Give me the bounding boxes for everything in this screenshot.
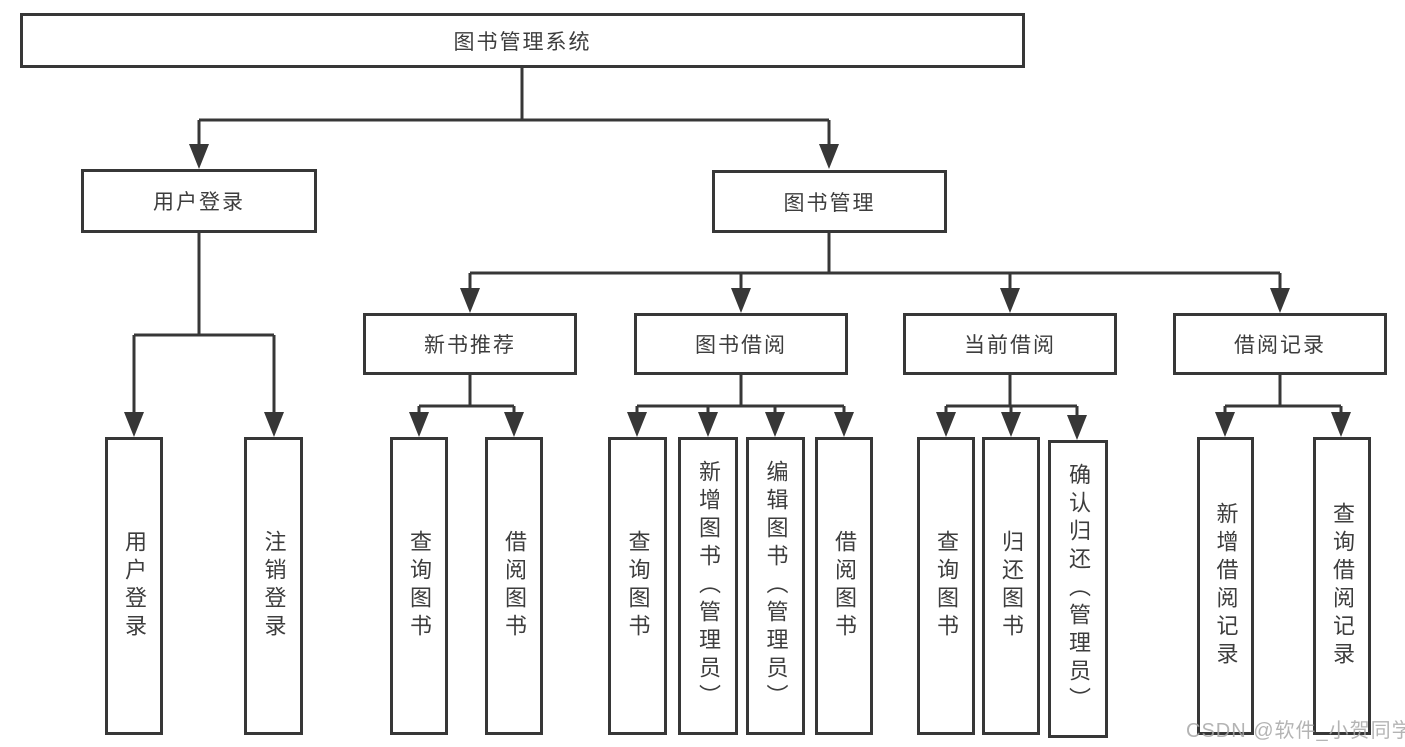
leaf-edit-books-admin-label: 编辑图书（管理员）	[763, 460, 789, 712]
node-book-management-label: 图书管理	[783, 191, 876, 215]
arrowhead-icon	[627, 412, 647, 437]
arrowhead-icon	[936, 412, 956, 437]
arrowhead-icon	[698, 412, 718, 437]
connector-new-book-recommend-to-leaves	[409, 375, 524, 437]
node-borrow-records: 借阅记录	[1173, 313, 1387, 375]
arrowhead-icon	[124, 412, 144, 437]
arrowhead-icon	[264, 412, 284, 437]
leaf-user-login: 用户登录	[105, 437, 163, 735]
arrowhead-icon	[1067, 415, 1087, 440]
leaf-borrow-books-recommend-label: 借阅图书	[502, 530, 527, 642]
leaf-return-books-label: 归还图书	[999, 530, 1024, 642]
leaf-add-borrow-record: 新增借阅记录	[1197, 437, 1254, 735]
leaf-borrow-books: 借阅图书	[815, 437, 873, 735]
leaf-logout-label: 注销登录	[261, 530, 287, 642]
leaf-query-books-recommend-label: 查询图书	[407, 530, 432, 642]
node-current-borrow: 当前借阅	[903, 313, 1117, 375]
leaf-query-books-recommend: 查询图书	[390, 437, 448, 735]
leaf-confirm-return-admin: 确认归还（管理员）	[1048, 440, 1108, 738]
leaf-query-books-current-label: 查询图书	[934, 530, 959, 642]
csdn-watermark: CSDN @软件_小贺同学	[1186, 720, 1405, 742]
leaf-query-books-current: 查询图书	[917, 437, 975, 735]
leaf-return-books: 归还图书	[982, 437, 1040, 735]
leaf-add-borrow-record-label: 新增借阅记录	[1213, 502, 1239, 670]
node-user-login-label: 用户登录	[153, 191, 245, 214]
arrowhead-icon	[765, 412, 785, 437]
root-node-label: 图书管理系统	[453, 30, 592, 54]
node-new-book-recommend-label: 新书推荐	[424, 334, 516, 357]
arrowhead-icon	[731, 288, 751, 313]
connector-current-borrow-to-leaves	[936, 375, 1087, 440]
arrowhead-icon	[409, 412, 429, 437]
connector-book-management-to-level3	[460, 233, 1290, 313]
node-current-borrow-label: 当前借阅	[964, 334, 1056, 357]
connector-root-to-level2	[189, 68, 839, 169]
arrowhead-icon	[1001, 412, 1021, 437]
connector-borrow-records-to-leaves	[1215, 375, 1351, 437]
node-book-borrow: 图书借阅	[634, 313, 848, 375]
node-book-borrow-label: 图书借阅	[695, 334, 787, 357]
arrowhead-icon	[460, 288, 480, 313]
leaf-query-books-borrow: 查询图书	[608, 437, 667, 735]
leaf-add-books-admin-label: 新增图书（管理员）	[696, 460, 721, 712]
root-node: 图书管理系统	[20, 13, 1025, 68]
arrowhead-icon	[819, 144, 839, 169]
connector-book-borrow-to-leaves	[627, 375, 854, 437]
leaf-borrow-books-recommend: 借阅图书	[485, 437, 543, 735]
node-user-login: 用户登录	[81, 169, 317, 233]
leaf-query-borrow-record-label: 查询借阅记录	[1330, 502, 1355, 670]
leaf-logout: 注销登录	[244, 437, 303, 735]
leaf-borrow-books-label: 借阅图书	[832, 530, 857, 642]
connector-user-login-to-leaves	[124, 233, 284, 437]
leaf-add-books-admin: 新增图书（管理员）	[678, 437, 738, 735]
leaf-query-borrow-record: 查询借阅记录	[1313, 437, 1371, 735]
node-borrow-records-label: 借阅记录	[1234, 334, 1326, 357]
arrowhead-icon	[1215, 412, 1235, 437]
node-new-book-recommend: 新书推荐	[363, 313, 577, 375]
leaf-query-books-borrow-label: 查询图书	[625, 530, 651, 642]
leaf-user-login-label: 用户登录	[122, 530, 147, 642]
leaf-confirm-return-admin-label: 确认归还（管理员）	[1066, 463, 1091, 715]
arrowhead-icon	[1331, 412, 1351, 437]
node-book-management: 图书管理	[712, 170, 947, 233]
arrowhead-icon	[1000, 288, 1020, 313]
arrowhead-icon	[834, 412, 854, 437]
arrowhead-icon	[189, 144, 209, 169]
arrowhead-icon	[504, 412, 524, 437]
leaf-edit-books-admin: 编辑图书（管理员）	[746, 437, 805, 735]
arrowhead-icon	[1270, 288, 1290, 313]
